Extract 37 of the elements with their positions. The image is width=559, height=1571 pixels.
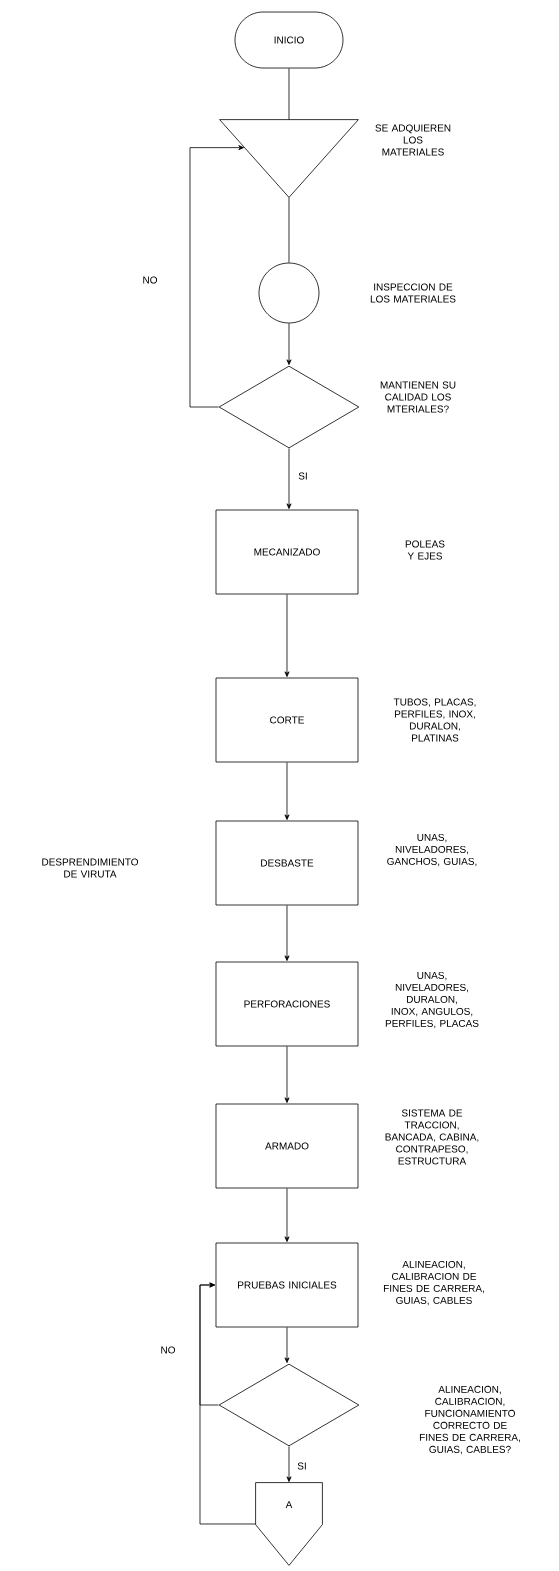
annotation-text: TUBOS, PLACAS, PERFILES, INOX, DURALON, PLATINAS [393, 698, 476, 742]
annotation-text: POLEAS Y EJES [405, 540, 445, 560]
arrow [284, 1327, 290, 1363]
process-box: PERFORACIONES [215, 961, 359, 1047]
process-box: CORTE [215, 677, 359, 763]
arrow [284, 594, 290, 677]
annotation-text: ALINEACION, CALIBRACION DE FINES DE CARRERA, GUIAS, CABLES [383, 1260, 484, 1306]
inspection-circle [258, 262, 320, 324]
process-box: DESBASTE [215, 820, 359, 906]
edge-label: NO [159, 1345, 177, 1355]
arrow [284, 1046, 290, 1103]
arrow [284, 905, 290, 961]
edge-label: NO [141, 275, 159, 285]
annotation-text: ALINEACION, CALIBRACION, FUNCIONAMIENTO CORRECTO DE FINES DE CARRERA, GUIAS, CABLES? [419, 1385, 520, 1455]
annotation-text: MANTIENEN SU CALIDAD LOS MTERIALES? [380, 381, 456, 413]
arrow [189, 145, 244, 408]
triangle-symbol [219, 119, 359, 198]
annotation-text: DESPRENDIMIENTO DE VIRUTA [42, 858, 139, 878]
arrow [284, 762, 290, 820]
off-page-connector: A [255, 1482, 323, 1566]
process-box: MECANIZADO [215, 509, 359, 595]
edge-label: SI [296, 1461, 308, 1471]
annotation-text: UNAS, NIVELADORES, DURALON, INOX, ANGULOS, PERFILES, PLACAS [385, 971, 479, 1029]
decision-diamond [218, 365, 360, 449]
arrow [284, 1188, 290, 1242]
arrow [286, 1446, 292, 1482]
annotation-text: INSPECCION DE LOS MATERIALES [370, 283, 456, 303]
decision-diamond [218, 1363, 360, 1447]
process-box: PRUEBAS INICIALES [215, 1242, 359, 1328]
edge-label: SI [297, 471, 309, 481]
process-box: ARMADO [215, 1103, 359, 1189]
annotation-text: SE ADQUIEREN LOS MATERIALES [375, 124, 451, 156]
arrow [286, 448, 292, 509]
annotation-text: UNAS, NIVELADORES, GANCHOS, GUIAS, [387, 833, 477, 867]
arrow [286, 323, 292, 365]
annotation-text: SISTEMA DE TRACCION, BANCADA, CABINA, CONTRAPESO, ESTRUCTURA [385, 1109, 479, 1165]
arrow [199, 1282, 256, 1525]
